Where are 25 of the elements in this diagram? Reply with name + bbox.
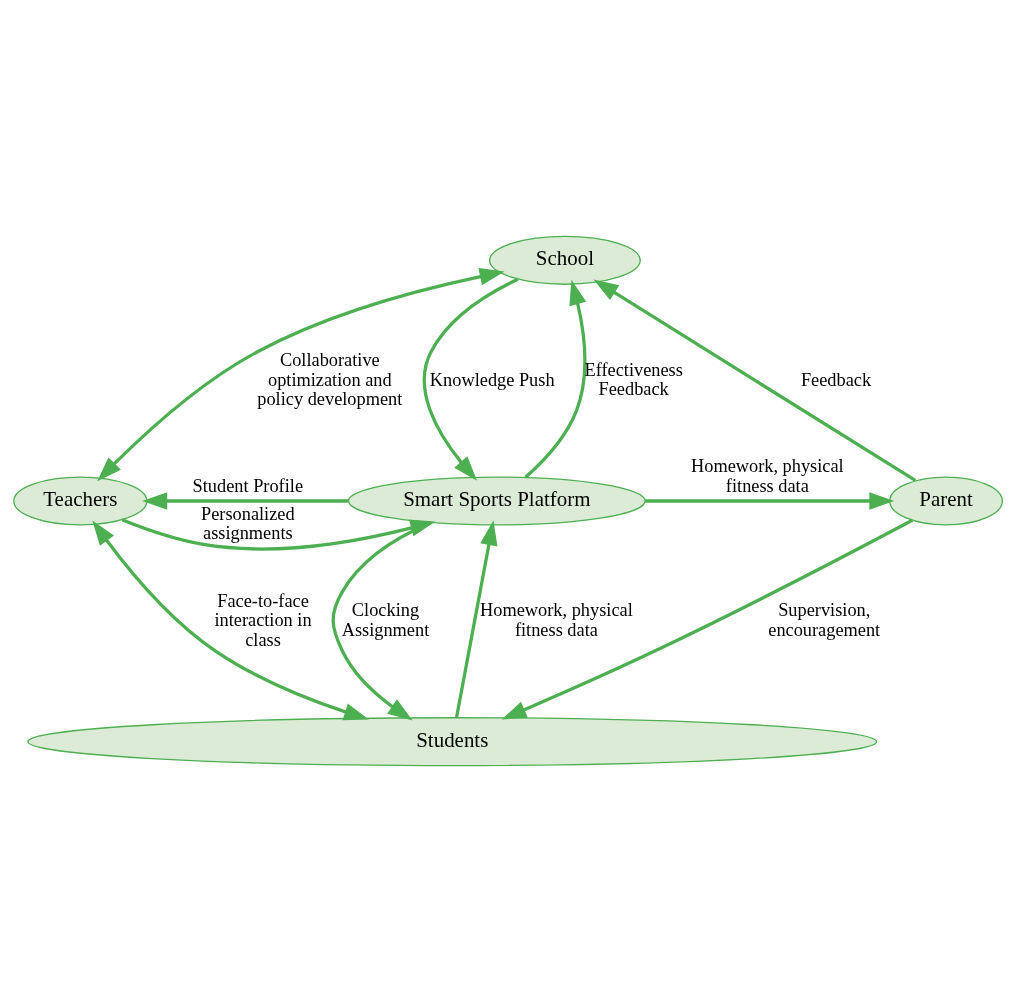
arrow	[422, 277, 519, 481]
edge-label: Supervision, encouragement	[768, 599, 881, 640]
node-ellipse: Students	[27, 716, 878, 766]
edge-label: Collaborative optimization and policy development	[257, 349, 403, 409]
edge-label: Personalized assignments	[200, 503, 295, 543]
edge-label: Student Profile	[192, 475, 304, 496]
edge-label: Homework, physical fitness data	[691, 455, 844, 496]
arrow	[331, 520, 432, 720]
node-ellipse: Parent	[889, 475, 1003, 526]
arrow	[524, 279, 587, 478]
edge-label: Face-to-face interaction in class	[214, 590, 312, 650]
arrow	[645, 491, 895, 510]
node-ellipse: Teachers	[13, 475, 148, 526]
arrow	[97, 267, 505, 481]
arrow	[501, 518, 914, 720]
arrow	[455, 519, 498, 718]
edge-label: Clocking Assignment	[341, 599, 430, 640]
edge-label: Feedback	[800, 369, 872, 389]
node-ellipse: Smart Sports Platform	[347, 475, 646, 526]
node-ellipse: School	[488, 235, 641, 285]
arrow	[142, 491, 349, 510]
edge-label: Knowledge Push	[429, 369, 555, 389]
edge-label: Homework, physical fitness data	[480, 599, 633, 640]
arrow	[92, 519, 369, 720]
arrow	[593, 279, 917, 482]
